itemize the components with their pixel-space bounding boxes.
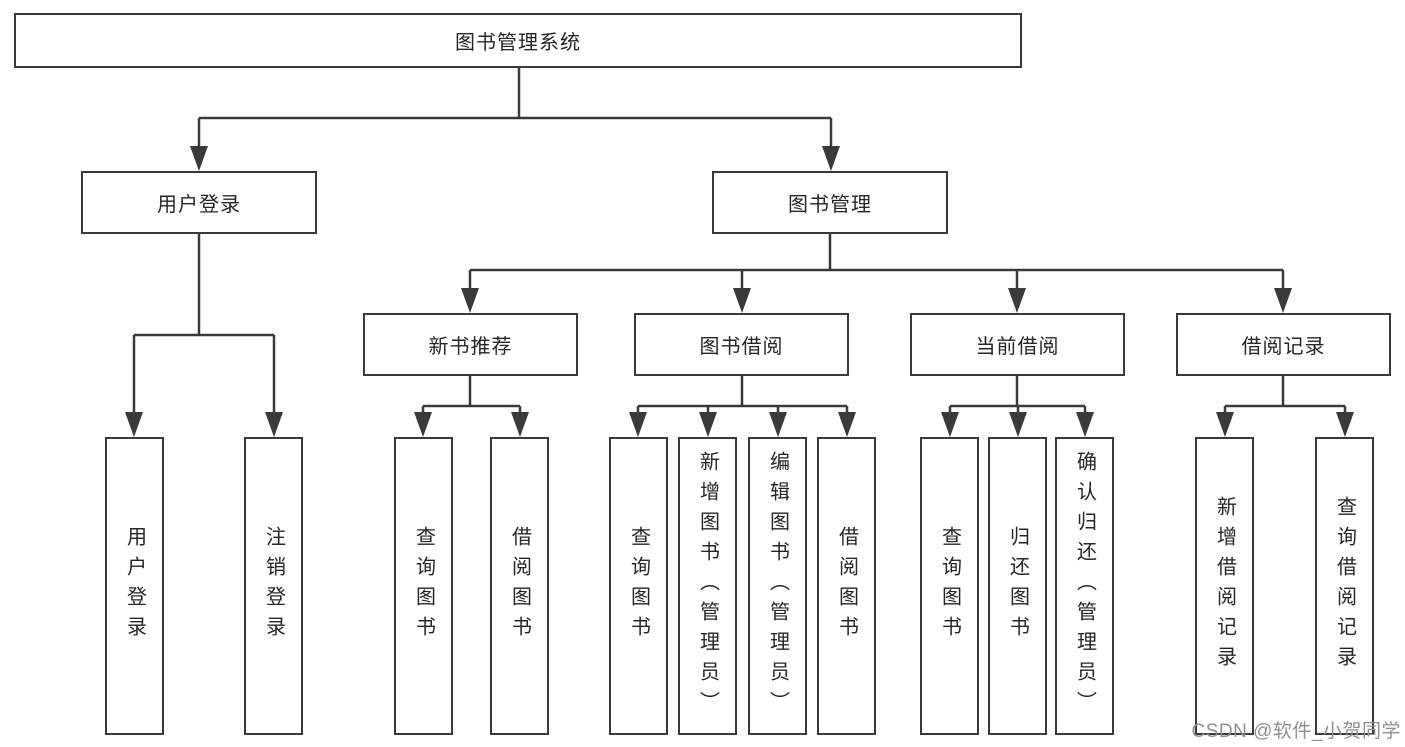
node-library-system: 图书管理系统 <box>14 13 1022 68</box>
node-book-management: 图书管理 <box>712 171 948 234</box>
node-new-book-recommend: 新书推荐 <box>363 313 578 376</box>
node-borrow-records: 借阅记录 <box>1176 313 1391 376</box>
leaf-borrow-query-books: 查询图书 <box>609 437 668 735</box>
node-label: 图书管理系统 <box>455 32 581 54</box>
leaf-records-query-record: 查询借阅记录 <box>1315 437 1374 735</box>
csdn-watermark: CSDN @软件_小贺同学 <box>1191 721 1401 742</box>
node-label: 注销登录 <box>262 526 285 646</box>
node-user-login-group: 用户登录 <box>81 171 317 234</box>
node-label: 查询借阅记录 <box>1333 496 1356 676</box>
leaf-logout: 注销登录 <box>244 437 303 735</box>
leaf-borrow-add-books-admin: 新增图书（管理员） <box>678 437 737 735</box>
node-label: 借阅图书 <box>508 526 531 646</box>
node-book-borrow: 图书借阅 <box>634 313 849 376</box>
leaf-current-query-books: 查询图书 <box>920 437 979 735</box>
node-label: 图书借阅 <box>699 336 784 358</box>
node-label: 用户登录 <box>157 194 241 216</box>
leaf-borrow-edit-books-admin: 编辑图书（管理员） <box>748 437 807 735</box>
node-label: 新书推荐 <box>428 336 513 358</box>
node-label: 当前借阅 <box>975 336 1060 358</box>
node-current-borrow: 当前借阅 <box>910 313 1125 376</box>
node-label: 用户登录 <box>123 526 146 646</box>
arrowhead-icons <box>125 146 1354 437</box>
node-label: 新增图书（管理员） <box>696 451 719 721</box>
leaf-recommend-query-books: 查询图书 <box>394 437 453 735</box>
node-label: 图书管理 <box>788 194 872 216</box>
node-label: 新增借阅记录 <box>1213 496 1236 676</box>
node-label: 借阅图书 <box>835 526 858 646</box>
node-label: 编辑图书（管理员） <box>766 451 789 721</box>
node-label: 确认归还（管理员） <box>1073 451 1096 721</box>
node-label: 借阅记录 <box>1241 336 1326 358</box>
leaf-current-confirm-return-admin: 确认归还（管理员） <box>1055 437 1114 735</box>
leaf-current-return-books: 归还图书 <box>988 437 1047 735</box>
node-label: 归还图书 <box>1006 526 1029 646</box>
node-label: 查询图书 <box>412 526 435 646</box>
leaf-user-login: 用户登录 <box>105 437 164 735</box>
leaf-records-add-record: 新增借阅记录 <box>1195 437 1254 735</box>
leaf-recommend-borrow-books: 借阅图书 <box>490 437 549 735</box>
node-label: 查询图书 <box>938 526 961 646</box>
leaf-borrow-borrow-books: 借阅图书 <box>817 437 876 735</box>
node-label: 查询图书 <box>627 526 650 646</box>
